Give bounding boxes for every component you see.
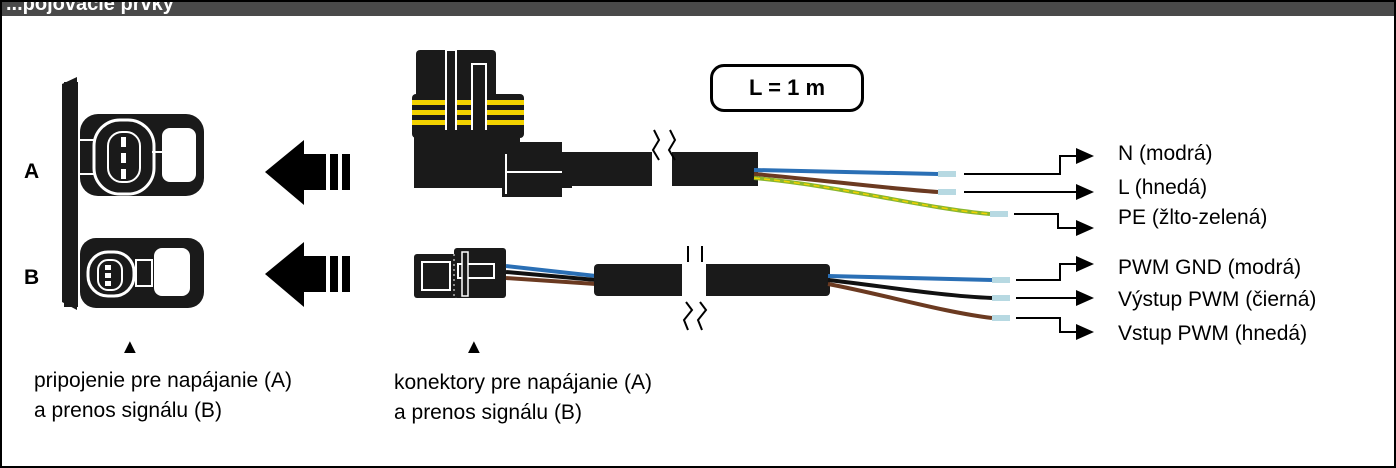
caption-left-line1: pripojenie pre napájanie (A) (34, 369, 292, 392)
leaders-a (964, 148, 1094, 236)
arrow-b (265, 242, 350, 307)
signal-socket-b (80, 238, 204, 308)
wire-label-n: N (modrá) (1118, 142, 1213, 165)
wire-label-pwm-in: Vstup PWM (hnedá) (1118, 322, 1308, 345)
leaders-b (1016, 256, 1094, 340)
caption-right-line1: konektory pre napájanie (A) (394, 371, 652, 394)
header-title: ...pojovacie prvky (6, 2, 174, 15)
side-label-a: A (24, 160, 40, 183)
wire-label-pe: PE (žlto-zelená) (1118, 206, 1268, 229)
device-housing (62, 77, 204, 310)
caption-right: konektory pre napájanie (A) a prenos sig… (394, 368, 652, 428)
caption-right-line2: a prenos signálu (B) (394, 401, 582, 424)
side-label-b: B (24, 266, 40, 289)
caption-left: pripojenie pre napájanie (A) a prenos si… (34, 366, 292, 426)
signal-connector-b (414, 246, 830, 334)
wire-label-pwm-out: Výstup PWM (čierná) (1118, 288, 1317, 311)
marker-left: ▲ (120, 336, 140, 358)
power-socket-a (80, 114, 204, 196)
wires-a (753, 168, 1008, 217)
cable-length-label: L = 1 m (748, 75, 826, 100)
power-connector-a (412, 49, 758, 202)
wires-b (827, 274, 1010, 321)
wire-label-pwm-gnd: PWM GND (modrá) (1118, 256, 1302, 279)
caption-left-line2: a prenos signálu (B) (34, 399, 222, 422)
wire-label-l: L (hnedá) (1118, 176, 1208, 199)
arrow-a (265, 140, 350, 205)
cable-length-badge: L = 1 m (710, 64, 864, 112)
marker-right: ▲ (464, 336, 484, 358)
header-bar: ...pojovacie prvky (2, 2, 1394, 16)
